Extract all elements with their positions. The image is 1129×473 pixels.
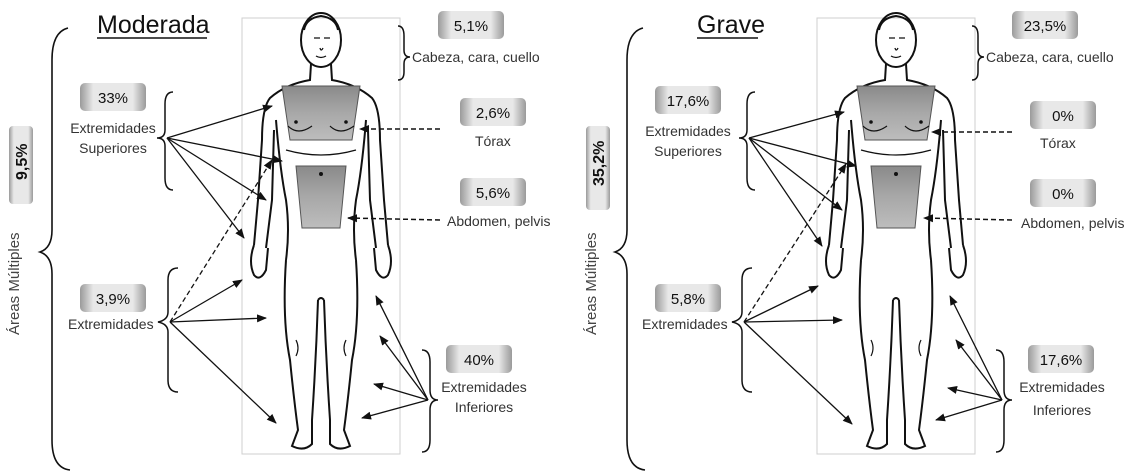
lower-limbs-label-2: Inferiores [1033, 402, 1091, 418]
upper-limbs-value: 33% [98, 90, 128, 107]
lower-limbs-label-2: Inferiores [455, 399, 513, 415]
head-value: 23,5% [1024, 18, 1067, 35]
thorax-value: 2,6% [476, 105, 510, 122]
lower-limbs-value: 17,6% [1040, 352, 1083, 369]
upper-limbs-label-2: Superiores [654, 143, 722, 159]
thorax-label: Tórax [475, 133, 511, 149]
limbs-value: 5,8% [671, 291, 705, 308]
panel-grave: Grave Áreas Múltiples 35,2% 23,5% Cabeza… [583, 11, 1125, 470]
abdomen-label: Abdomen, pelvis [1021, 215, 1125, 231]
lower-limbs-value: 40% [464, 352, 494, 369]
lower-limbs-label-1: Extremidades [1019, 379, 1105, 395]
upper-limbs-label-1: Extremidades [645, 123, 731, 139]
panel-title: Grave [697, 11, 765, 39]
multiple-areas-label: Áreas Múltiples [583, 232, 600, 335]
limbs-label: Extremidades [642, 316, 728, 332]
lower-limbs-label-1: Extremidades [441, 379, 527, 395]
limbs-label: Extremidades [68, 316, 154, 332]
upper-limbs-value: 17,6% [667, 93, 710, 110]
upper-limbs-label-1: Extremidades [70, 120, 156, 136]
abdomen-value: 0% [1052, 186, 1074, 203]
head-value: 5,1% [454, 18, 488, 35]
panel-title: Moderada [97, 11, 210, 39]
head-label: Cabeza, cara, cuello [986, 49, 1114, 65]
limbs-value: 3,9% [96, 291, 130, 308]
human-body-figure [826, 13, 966, 449]
thorax-label: Tórax [1040, 135, 1076, 151]
panel-moderada: Moderada Áreas Múltiples 9,5% 5,1% Cabez… [6, 11, 551, 470]
figure-frame [242, 18, 400, 454]
upper-limbs-label-2: Superiores [79, 140, 147, 156]
thorax-value: 0% [1052, 108, 1074, 125]
abdomen-label: Abdomen, pelvis [447, 213, 551, 229]
multiple-areas-value: 9,5% [14, 144, 31, 180]
head-label: Cabeza, cara, cuello [412, 49, 540, 65]
multiple-areas-value: 35,2% [591, 141, 608, 186]
abdomen-value: 5,6% [476, 185, 510, 202]
human-body-figure [251, 13, 391, 449]
multiple-areas-label: Áreas Múltiples [6, 232, 23, 335]
